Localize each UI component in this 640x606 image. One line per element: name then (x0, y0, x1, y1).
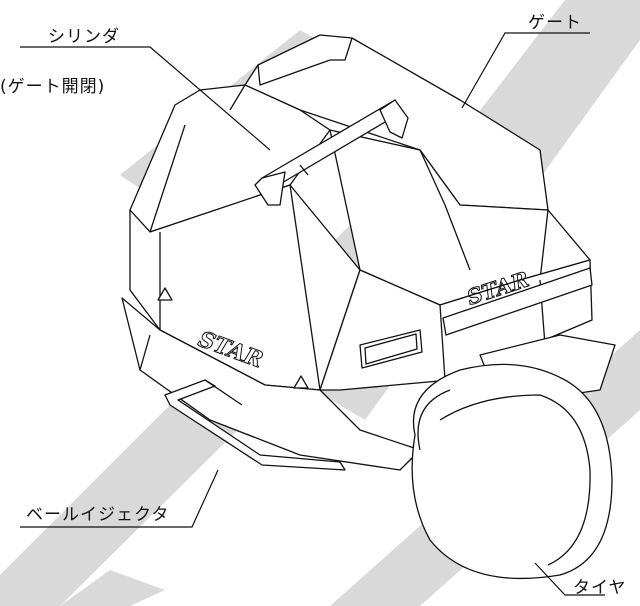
leader-lines (20, 32, 605, 596)
leader-gate (461, 32, 590, 109)
baler-machine (121, 34, 616, 580)
cylinder-label: シリンダ (48, 27, 120, 47)
gate-label: ゲート (528, 13, 582, 33)
leader-cylinder (20, 46, 271, 151)
warning-triangle-left (157, 287, 173, 301)
leader-tire (534, 562, 605, 596)
leader-bale-ejector (20, 469, 219, 528)
bale-ejector (164, 379, 346, 471)
tire (411, 363, 613, 580)
bale-ejector-label: ベールイジェクタ (26, 505, 170, 525)
cylinder (254, 99, 409, 206)
tire-label: タイヤ (573, 578, 627, 598)
warning-triangle-right (293, 375, 309, 389)
cylinder-sublabel: (ゲート開閉) (0, 77, 106, 97)
